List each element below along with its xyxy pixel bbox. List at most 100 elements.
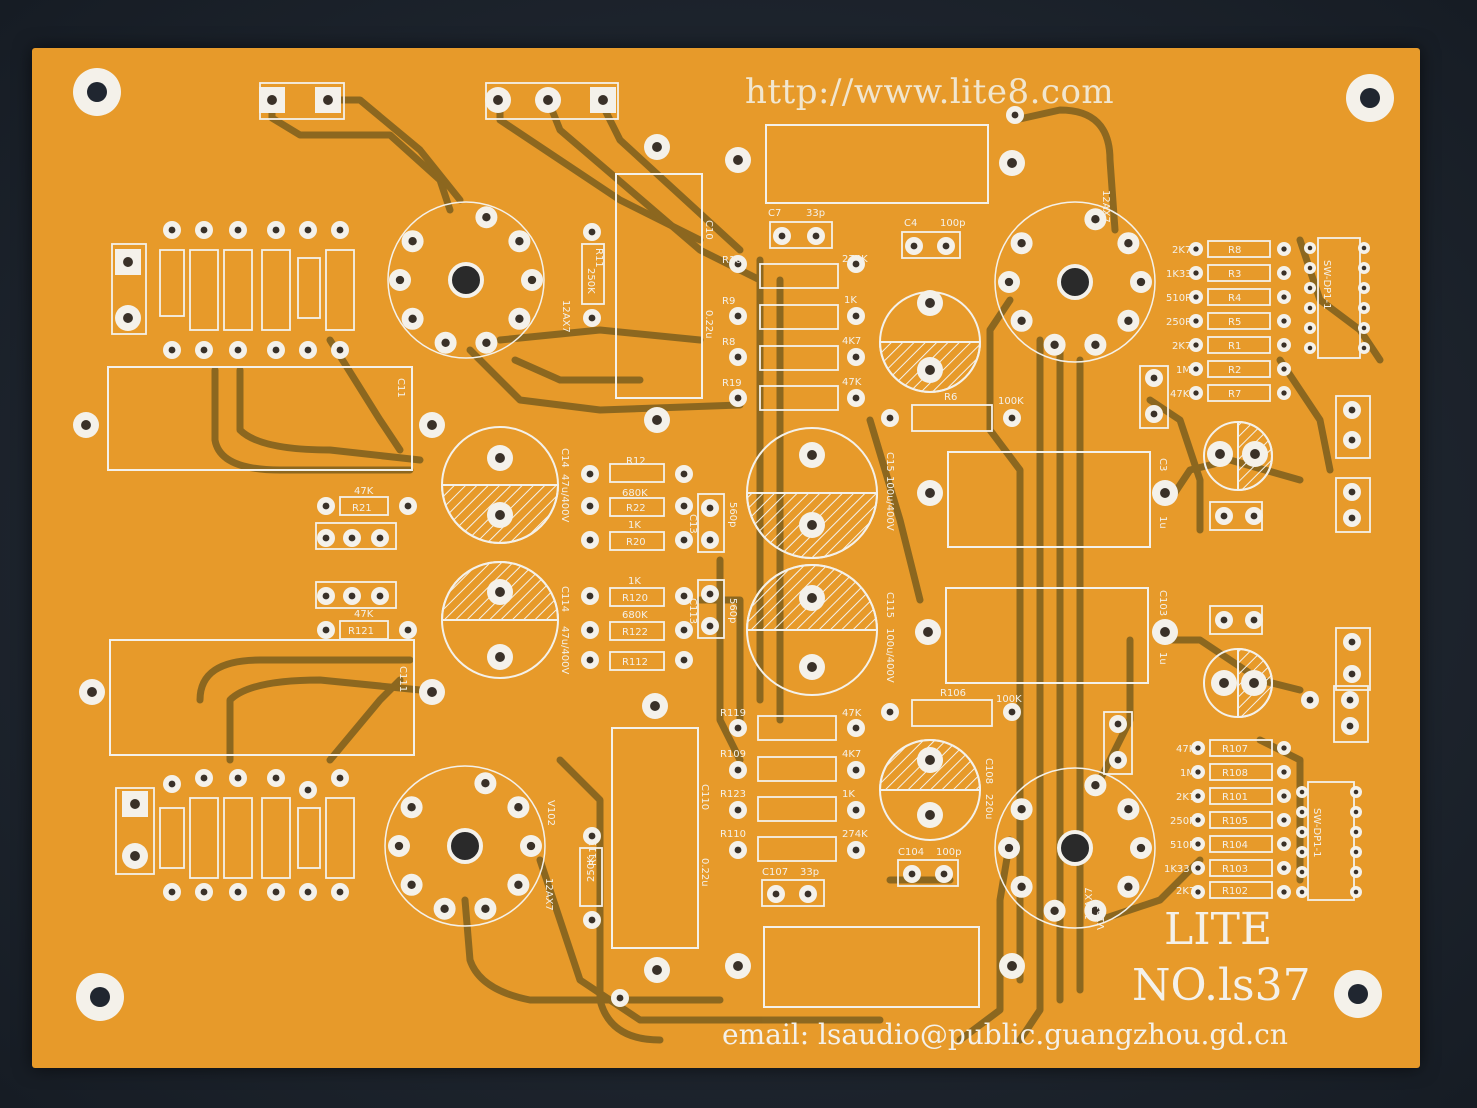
label-r19-value: 47K — [842, 377, 862, 388]
drill-hole — [168, 780, 176, 788]
drill-hole — [1017, 882, 1026, 891]
drill-hole — [588, 314, 596, 322]
drill-hole — [515, 237, 524, 246]
model-label: NO.ls37 — [1132, 960, 1311, 1011]
label-val-47k-a: 47K — [1170, 389, 1190, 400]
drill-hole — [1250, 449, 1260, 459]
label-r122-value: 680K — [622, 610, 648, 621]
drill-hole — [1281, 817, 1287, 823]
label-c108-value: 220u — [983, 794, 994, 819]
drill-hole — [304, 346, 312, 354]
silkscreen-labels: 12AX7 12AX7 12AX7 12AX7 V102 V101 R10 27… — [348, 190, 1332, 930]
drill-hole — [652, 965, 662, 975]
label-r109-value: 4K7 — [842, 749, 861, 760]
drill-hole — [1353, 849, 1359, 855]
drill-hole — [1348, 514, 1356, 522]
drill-hole — [807, 593, 817, 603]
label-r101: R101 — [1222, 792, 1248, 803]
drill-hole — [1114, 720, 1122, 728]
drill-hole — [1249, 678, 1259, 688]
label-r109: R109 — [720, 749, 746, 760]
drill-hole — [650, 701, 660, 711]
drill-hole — [1250, 512, 1258, 520]
drill-hole — [482, 338, 491, 347]
drill-hole — [925, 755, 935, 765]
drill-hole — [680, 502, 688, 510]
drill-hole — [586, 592, 594, 600]
drill-hole — [1007, 158, 1017, 168]
drill-hole — [322, 534, 330, 542]
drill-hole — [123, 313, 133, 323]
label-c13-value: 560p — [727, 502, 738, 527]
drill-hole — [1124, 882, 1133, 891]
drill-hole — [804, 890, 812, 898]
label-r107: R107 — [1222, 744, 1248, 755]
label-r11-value: 250K — [585, 268, 596, 294]
drill-hole — [1011, 111, 1019, 119]
drill-hole — [1281, 769, 1287, 775]
label-r110-value: 274K — [842, 829, 868, 840]
drill-hole — [1195, 889, 1201, 895]
drill-hole — [1281, 270, 1287, 276]
drill-hole — [734, 846, 742, 854]
drill-hole — [1306, 696, 1314, 704]
drill-hole — [1307, 265, 1313, 271]
drill-hole — [1193, 270, 1199, 276]
drill-hole — [348, 534, 356, 542]
drill-hole — [1220, 512, 1228, 520]
drill-hole — [234, 346, 242, 354]
label-c107-value: 33p — [800, 867, 819, 878]
solder-pads — [73, 87, 1370, 1007]
drill-hole — [852, 806, 860, 814]
label-c107: C107 — [762, 867, 788, 878]
film-capacitors — [107, 124, 1151, 1008]
drill-hole — [1299, 809, 1305, 815]
drill-hole — [1361, 325, 1367, 331]
drill-hole — [852, 353, 860, 361]
drill-hole — [807, 662, 817, 672]
drill-hole — [1346, 696, 1354, 704]
label-r112: R112 — [622, 657, 648, 668]
drill-hole — [1160, 488, 1170, 498]
label-v2-tube: 12AX7 — [560, 300, 571, 333]
tube-socket-v2 — [387, 201, 545, 359]
drill-hole — [1353, 889, 1359, 895]
label-c7-value: 33p — [806, 208, 825, 219]
drill-hole — [1150, 410, 1158, 418]
label-r105: R105 — [1222, 816, 1248, 827]
label-val-2k7-b: 2K7 — [1172, 341, 1191, 352]
drill-hole — [1281, 745, 1287, 751]
label-val-1m-a: 1M — [1176, 365, 1191, 376]
drill-hole — [322, 626, 330, 634]
label-c13: C13 — [687, 514, 698, 534]
drill-hole — [1091, 781, 1100, 790]
label-switch-2: SW-DP1-1 — [1311, 808, 1322, 858]
drill-hole — [1361, 245, 1367, 251]
drill-hole — [1193, 246, 1199, 252]
drill-hole — [1050, 906, 1059, 915]
drill-hole — [734, 312, 742, 320]
drill-hole — [1017, 316, 1026, 325]
drill-hole — [1281, 342, 1287, 348]
label-v101: V101 — [1096, 904, 1107, 930]
drill-hole — [942, 242, 950, 250]
drill-hole — [1004, 843, 1014, 853]
drill-hole — [778, 232, 786, 240]
drill-hole — [1215, 449, 1225, 459]
drill-hole — [923, 627, 933, 637]
drill-hole — [1299, 869, 1305, 875]
drill-hole — [272, 774, 280, 782]
label-r1: R1 — [1228, 341, 1241, 352]
drill-hole — [481, 904, 490, 913]
label-c103-value: 1u — [1157, 652, 1168, 665]
drill-hole — [1195, 793, 1201, 799]
drill-hole — [130, 851, 140, 861]
label-r8b: R8 — [1228, 245, 1241, 256]
drill-hole — [168, 226, 176, 234]
drill-hole — [734, 353, 742, 361]
drill-hole — [1160, 627, 1170, 637]
drill-hole — [1050, 340, 1059, 349]
drill-hole — [1195, 817, 1201, 823]
drill-hole — [168, 346, 176, 354]
drill-hole — [495, 652, 505, 662]
